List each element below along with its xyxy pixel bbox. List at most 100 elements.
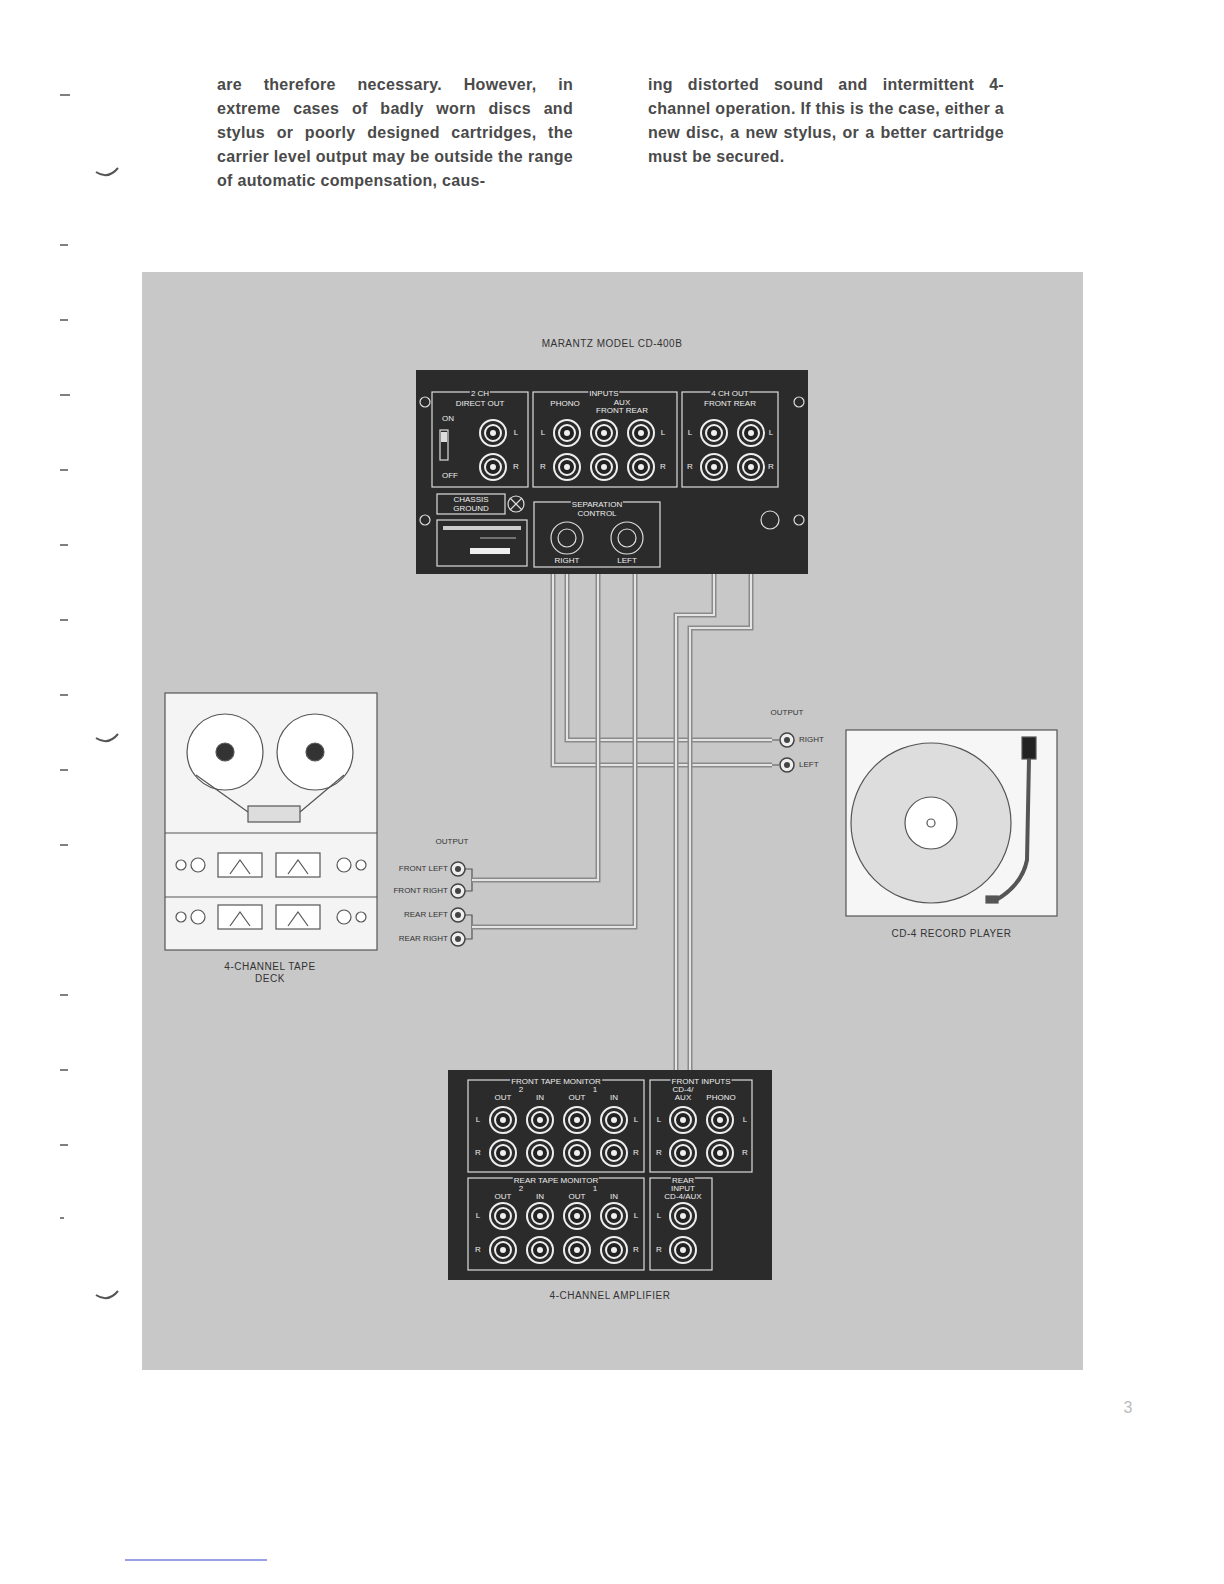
amplifier-panel xyxy=(468,1080,752,1270)
jack-label: REAR RIGHT xyxy=(398,935,449,943)
jack xyxy=(527,1203,553,1229)
panel-label: 2 CH xyxy=(470,390,490,398)
jack xyxy=(554,420,580,446)
record-player xyxy=(846,730,1057,916)
panel-label: 1 xyxy=(592,1185,598,1193)
panel-label: 1 xyxy=(592,1086,598,1094)
jack xyxy=(500,1117,506,1123)
jack xyxy=(596,425,612,441)
jack xyxy=(711,430,717,436)
jack xyxy=(495,1242,511,1258)
cd400b-panel xyxy=(508,496,524,512)
tape-deck xyxy=(277,714,353,790)
jack xyxy=(564,1237,590,1263)
jack xyxy=(601,1140,627,1166)
footer-rule xyxy=(125,1560,267,1561)
jack xyxy=(527,1237,553,1263)
jack xyxy=(569,1145,585,1161)
jack xyxy=(633,425,649,441)
jack xyxy=(738,454,764,480)
panel-label: L xyxy=(660,429,666,437)
jack xyxy=(706,425,722,441)
jack xyxy=(455,888,461,894)
panel-label: FRONT REAR xyxy=(595,407,649,415)
tape-deck xyxy=(218,853,262,877)
record-player xyxy=(772,740,779,765)
record-player xyxy=(772,730,1057,916)
jack xyxy=(670,1237,696,1263)
cable-line xyxy=(553,574,772,765)
amplifier-panel xyxy=(468,1178,644,1270)
jack xyxy=(701,454,727,480)
jack xyxy=(490,464,496,470)
cd400b-panel xyxy=(761,511,779,529)
jack xyxy=(574,1150,580,1156)
jack xyxy=(675,1208,691,1224)
panel-label: FRONT TAPE MONITOR xyxy=(510,1078,602,1086)
panel-label: R xyxy=(474,1149,482,1157)
jack xyxy=(748,464,754,470)
jack xyxy=(480,420,506,446)
panel-label: R xyxy=(767,463,775,471)
jack xyxy=(574,1247,580,1253)
jack-label: OUTPUT xyxy=(770,709,805,717)
cd400b-panel xyxy=(437,494,505,514)
jack xyxy=(680,1213,686,1219)
panel-label: R xyxy=(539,463,547,471)
cd400b-panel xyxy=(611,522,643,554)
jack xyxy=(591,420,617,446)
jack xyxy=(628,454,654,480)
jack xyxy=(680,1117,686,1123)
jack xyxy=(564,1140,590,1166)
panel-label: OUT xyxy=(494,1193,513,1201)
jack xyxy=(707,1107,733,1133)
device-caption: CD-4 RECORD PLAYER xyxy=(846,928,1057,940)
device-caption: 4-CHANNEL TAPE DECK xyxy=(220,961,320,985)
amplifier-panel xyxy=(468,1080,644,1172)
tape-deck xyxy=(176,860,186,870)
tape-deck xyxy=(191,858,205,872)
jack xyxy=(495,1145,511,1161)
panel-label: OUT xyxy=(494,1094,513,1102)
jack xyxy=(527,1107,553,1133)
jack xyxy=(537,1213,543,1219)
amplifier-panel xyxy=(650,1178,712,1270)
jack xyxy=(780,758,794,772)
jack xyxy=(706,459,722,475)
tape-deck xyxy=(276,853,320,877)
record-player xyxy=(905,797,957,849)
jack xyxy=(675,1112,691,1128)
jack xyxy=(527,1140,553,1166)
record-player xyxy=(927,819,935,827)
panel-label: 4 CH OUT xyxy=(710,390,749,398)
jack xyxy=(574,1213,580,1219)
cable-line xyxy=(676,574,751,1070)
jack xyxy=(564,1203,590,1229)
device-caption: 4-CHANNEL AMPLIFIER xyxy=(448,1290,772,1302)
tape-deck xyxy=(356,912,366,922)
device-node: 4-CHANNEL TAPE DECK xyxy=(165,693,472,990)
panel-label: REAR xyxy=(671,1177,695,1185)
jack xyxy=(606,1242,622,1258)
tape-deck xyxy=(191,910,205,924)
device-node: MARANTZ MODEL CD-400B xyxy=(416,336,808,574)
panel-label: ON xyxy=(441,415,455,423)
cd400b-panel xyxy=(794,397,804,407)
jack xyxy=(455,912,461,918)
jack xyxy=(638,464,644,470)
panel-label: IN xyxy=(609,1094,619,1102)
jack xyxy=(717,1150,723,1156)
jack xyxy=(606,1208,622,1224)
jack xyxy=(490,1203,516,1229)
panel-label: L xyxy=(633,1212,639,1220)
cd400b-panel xyxy=(420,397,430,407)
tape-deck xyxy=(276,905,320,929)
jack xyxy=(554,454,580,480)
panel-label: CHASSIS xyxy=(452,496,489,504)
jack xyxy=(670,1107,696,1133)
tape-deck xyxy=(216,743,234,761)
cable-line xyxy=(676,574,751,1070)
panel-label: AUX xyxy=(613,399,631,407)
cd400b-panel xyxy=(480,538,516,539)
